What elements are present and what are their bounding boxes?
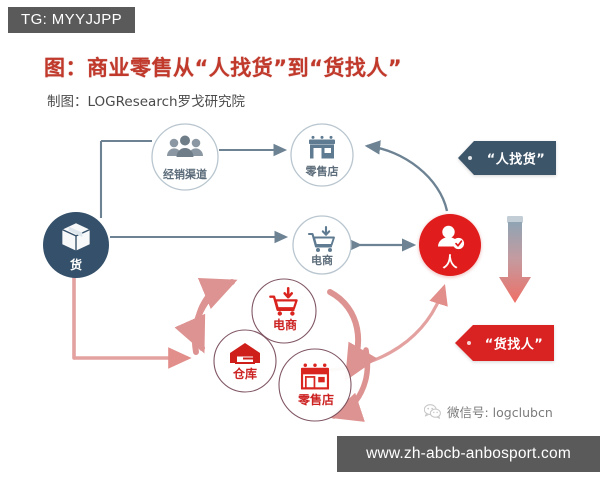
connector-cluster-to-person-curve [329,283,448,372]
storefront-icon [309,135,335,159]
connector-goods-to-channel [99,139,152,218]
people-group-icon [167,135,203,157]
node-channel[interactable] [151,123,219,191]
shopping-cart-icon [269,287,298,316]
page-subtitle: 制图：LOGResearch罗戈研究院 [47,94,246,110]
node-goods-label: 货 [69,258,83,272]
wechat-icon [424,404,441,419]
node-person[interactable] [419,214,481,276]
node-warehouse-label: 仓库 [232,367,258,381]
storefront-icon [300,363,330,390]
node-ecommerce-low-label: 电商 [272,318,298,332]
wechat-watermark: 微信号: logclubcn [424,402,553,421]
banner-people-seek-goods[interactable] [458,141,556,175]
shopping-cart-icon [307,225,335,252]
warehouse-icon [230,343,260,364]
node-person-label: 人 [442,253,458,271]
connector-person-to-retail-curve [364,140,449,212]
site-watermark-bar: www.zh-abcb-anbosport.com [337,436,600,472]
banner-goods-seek-people[interactable] [455,325,554,361]
node-retail-top[interactable] [290,123,354,187]
tg-watermark-tag: TG: MYYJJPP [8,7,136,33]
node-ecommerce-lower[interactable] [251,278,317,344]
node-retail-lower[interactable] [278,348,352,422]
node-goods[interactable] [43,212,109,278]
page-title: 图：商业零售从“人找货”到“货找人” [44,56,403,80]
transition-arrow [499,216,531,303]
node-ecommerce-top-label: 电商 [311,254,333,267]
wechat-id-text: 微信号: logclubcn [447,405,553,420]
node-channel-label: 经销渠道 [163,168,207,181]
connector-goods-to-cluster [72,273,192,369]
person-check-icon [438,225,465,250]
node-warehouse[interactable] [213,329,277,393]
node-retail-low-label: 零售店 [297,393,335,407]
node-retail-top-label: 零售店 [305,165,339,178]
banner-people-seek-goods-label: “人找货” [486,152,546,168]
cluster-circulation-arrows [174,278,378,422]
package-box-icon [62,223,90,251]
banner-goods-seek-people-label: “货找人” [484,337,544,353]
site-watermark-text: www.zh-abcb-anbosport.com [366,445,571,462]
node-ecommerce-top[interactable] [292,215,352,275]
